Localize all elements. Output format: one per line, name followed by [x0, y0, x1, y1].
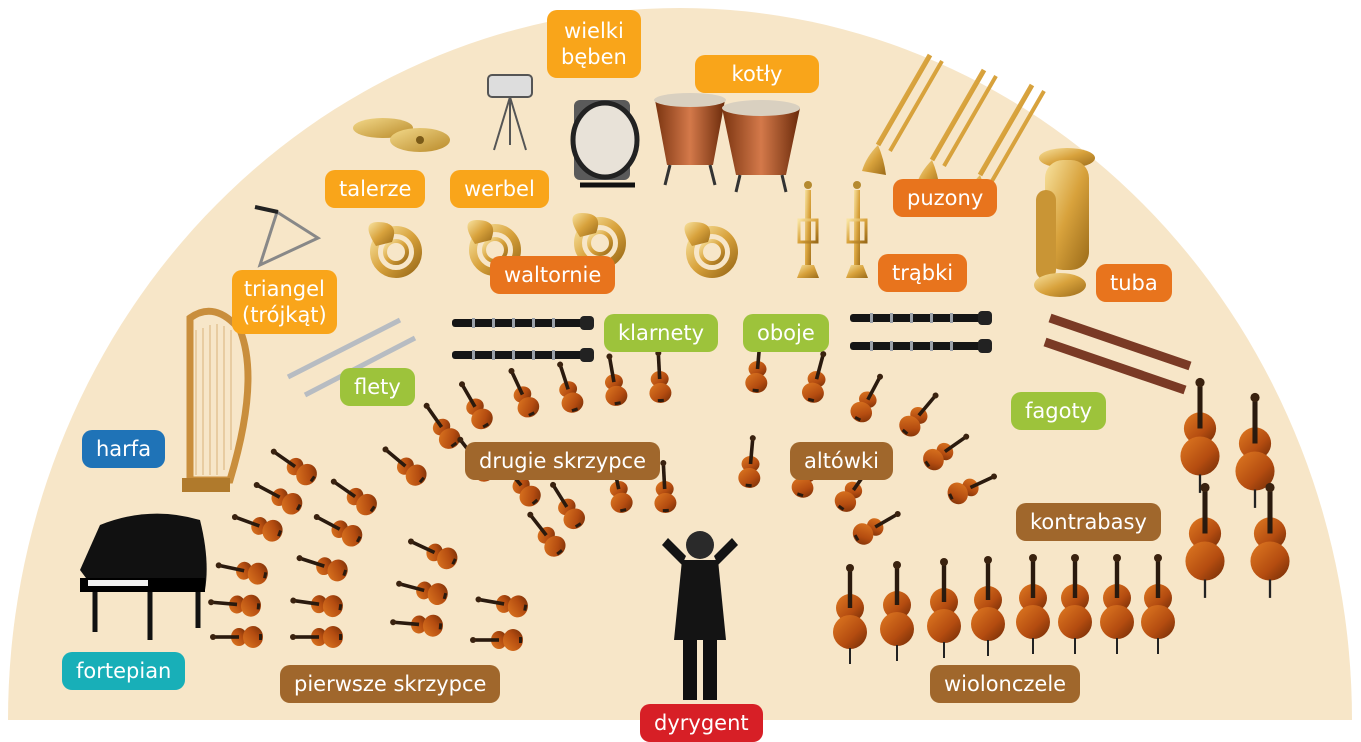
label-trabki: trąbki [878, 254, 967, 292]
label-altowki: altówki [790, 442, 893, 480]
label-werbel: werbel [450, 170, 549, 208]
label-talerze: talerze [325, 170, 425, 208]
label-kotly: kotły [695, 55, 819, 93]
label-triangel: triangel(trójkąt) [232, 270, 337, 334]
label-fagoty: fagoty [1011, 392, 1106, 430]
label-waltornie: waltornie [490, 256, 615, 294]
label-drugie-skrzypce: drugie skrzypce [465, 442, 660, 480]
bass-drum-icon [573, 100, 637, 185]
label-wielki-beben: wielkibęben [547, 10, 641, 78]
label-puzony: puzony [893, 179, 997, 217]
label-harfa: harfa [82, 430, 165, 468]
label-klarnety: klarnety [604, 314, 718, 352]
label-kontrabasy: kontrabasy [1016, 503, 1161, 541]
label-tuba: tuba [1096, 264, 1172, 302]
label-fortepian: fortepian [62, 652, 185, 690]
label-pierwsze-skrzypce: pierwsze skrzypce [280, 665, 500, 703]
label-flety: flety [340, 368, 415, 406]
label-wiolonczele: wiolonczele [930, 665, 1080, 703]
label-dyrygent: dyrygent [640, 704, 763, 742]
label-oboje: oboje [743, 314, 829, 352]
